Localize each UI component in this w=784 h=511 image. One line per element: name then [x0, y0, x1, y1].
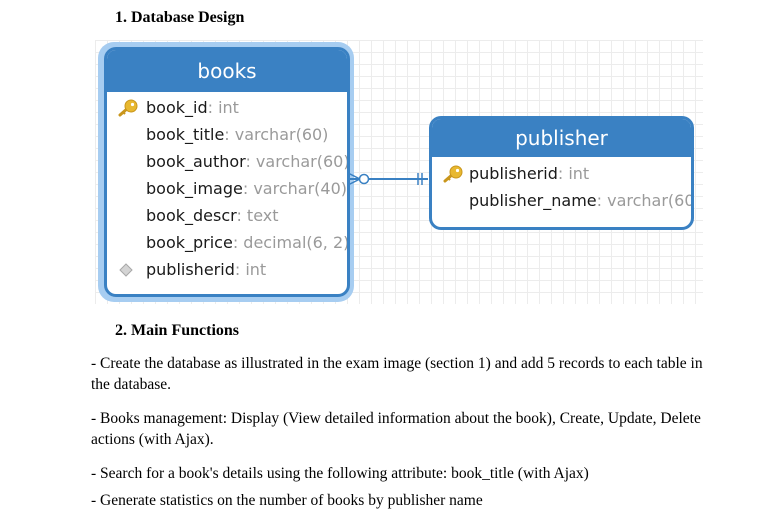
books-table[interactable]: books book_id: int book_title: varchar(6… [104, 47, 350, 297]
field-type: : int [207, 98, 239, 117]
books-table-title: books [107, 50, 347, 92]
field-name: book_author [146, 152, 246, 171]
primary-key-icon [118, 99, 138, 117]
foreign-key-diamond-icon [119, 263, 133, 277]
field-name: publisher_name [469, 191, 597, 210]
field-type: : decimal(6, 2) [232, 233, 350, 252]
crow-foot-lower [348, 178, 361, 186]
books-field-book-id[interactable]: book_id: int [107, 94, 347, 121]
function-item-search: - Search for a book's details using the … [91, 465, 589, 482]
field-type: : varchar(60) [245, 152, 350, 171]
publisher-table[interactable]: publisher publisherid: int publisher_nam… [429, 116, 694, 230]
field-name: book_image [146, 179, 243, 198]
crow-foot-upper [348, 172, 361, 180]
field-name: publisherid [469, 164, 558, 183]
publisher-field-publisherid[interactable]: publisherid: int [432, 160, 691, 187]
books-field-book-descr[interactable]: book_descr: text [107, 202, 347, 229]
function-item-create-database: - Create the database as illustrated in … [91, 355, 703, 393]
field-type: : text [236, 206, 279, 225]
field-type: : varchar(60) [224, 125, 329, 144]
section-heading-database-design: 1. Database Design [115, 9, 245, 26]
field-name: book_title [146, 125, 225, 144]
field-type: : varchar(40) [242, 179, 347, 198]
books-field-book-price[interactable]: book_price: decimal(6, 2) [107, 229, 347, 256]
primary-key-icon [443, 165, 463, 183]
field-type: : int [234, 260, 267, 279]
field-type: : varchar(60) [596, 191, 694, 210]
field-name: publisherid [146, 260, 235, 279]
field-name: book_descr [146, 206, 237, 225]
function-item-statistics: - Generate statistics on the number of b… [91, 492, 483, 509]
relationship-connector[interactable] [348, 168, 432, 190]
section-heading-main-functions: 2. Main Functions [115, 322, 240, 339]
books-field-publisherid[interactable]: publisherid: int [107, 256, 347, 283]
books-field-book-image[interactable]: book_image: varchar(40) [107, 175, 347, 202]
function-item-books-management: - Books management: Display (View detail… [91, 410, 701, 448]
publisher-field-publisher-name[interactable]: publisher_name: varchar(60) [432, 187, 691, 214]
publisher-table-title: publisher [432, 119, 691, 157]
field-name: book_price [146, 233, 233, 252]
field-type: : int [557, 164, 590, 183]
zero-circle [358, 173, 370, 185]
field-name: book_id [146, 98, 208, 117]
books-field-book-title[interactable]: book_title: varchar(60) [107, 121, 347, 148]
books-field-book-author[interactable]: book_author: varchar(60) [107, 148, 347, 175]
